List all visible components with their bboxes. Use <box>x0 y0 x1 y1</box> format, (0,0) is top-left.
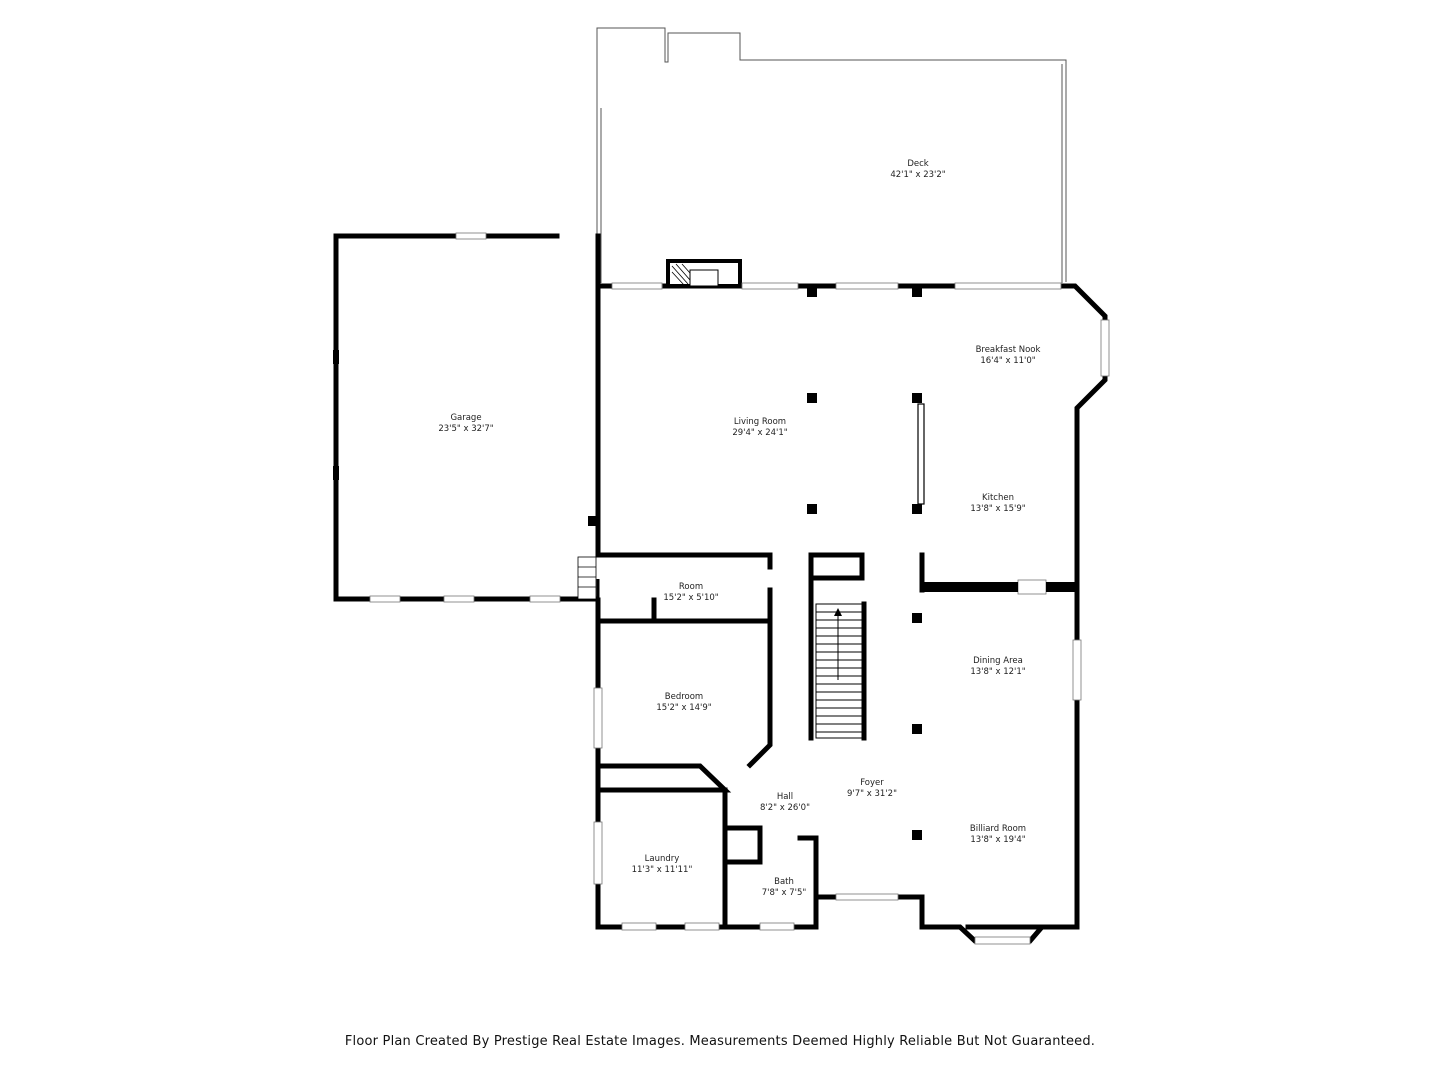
svg-text:29'4" x 24'1": 29'4" x 24'1" <box>732 428 787 438</box>
svg-text:Deck: Deck <box>907 159 928 169</box>
svg-text:Room: Room <box>679 582 703 592</box>
svg-text:13'8" x 12'1": 13'8" x 12'1" <box>970 667 1025 677</box>
room-label-kitchen: Kitchen 13'8" x 15'9" <box>970 493 1025 514</box>
svg-text:15'2" x 14'9": 15'2" x 14'9" <box>656 703 711 713</box>
svg-text:16'4" x 11'0": 16'4" x 11'0" <box>980 356 1035 366</box>
room-label-foyer: Foyer 9'7" x 31'2" <box>847 778 897 799</box>
svg-text:9'7" x 31'2": 9'7" x 31'2" <box>847 789 897 799</box>
svg-text:23'5" x 32'7": 23'5" x 32'7" <box>438 424 493 434</box>
svg-text:Dining Area: Dining Area <box>973 656 1023 666</box>
svg-text:Bath: Bath <box>774 877 794 887</box>
room-label-dining-area: Dining Area 13'8" x 12'1" <box>970 656 1025 677</box>
room-label-bath: Bath 7'8" x 7'5" <box>762 877 807 898</box>
svg-text:13'8" x 15'9": 13'8" x 15'9" <box>970 504 1025 514</box>
svg-text:7'8" x 7'5": 7'8" x 7'5" <box>762 888 807 898</box>
staircase <box>815 603 865 739</box>
svg-text:Kitchen: Kitchen <box>982 493 1014 503</box>
room-label-breakfast-nook: Breakfast Nook 16'4" x 11'0" <box>976 345 1041 366</box>
svg-text:Laundry: Laundry <box>645 854 680 864</box>
svg-text:8'2" x 26'0": 8'2" x 26'0" <box>760 803 810 813</box>
svg-text:Living Room: Living Room <box>734 417 786 427</box>
footer-disclaimer: Floor Plan Created By Prestige Real Esta… <box>344 1034 1096 1049</box>
room-label-hall: Hall 8'2" x 26'0" <box>760 792 810 813</box>
columns <box>807 287 922 840</box>
deck-outline <box>596 27 1067 283</box>
room-label-billiard-room: Billiard Room 13'8" x 19'4" <box>970 824 1026 845</box>
svg-text:Breakfast Nook: Breakfast Nook <box>976 345 1041 355</box>
svg-text:15'2" x 5'10": 15'2" x 5'10" <box>663 593 718 603</box>
svg-text:Hall: Hall <box>777 792 793 802</box>
svg-text:11'3" x 11'11": 11'3" x 11'11" <box>632 865 693 875</box>
room-label-living-room: Living Room 29'4" x 24'1" <box>732 417 787 438</box>
svg-text:42'1" x 23'2": 42'1" x 23'2" <box>890 170 945 180</box>
svg-text:Billiard Room: Billiard Room <box>970 824 1026 834</box>
room-label-deck: Deck 42'1" x 23'2" <box>890 159 945 180</box>
svg-text:Foyer: Foyer <box>860 778 884 788</box>
room-label-garage: Garage 23'5" x 32'7" <box>438 413 493 434</box>
svg-text:Garage: Garage <box>450 413 481 423</box>
svg-text:Bedroom: Bedroom <box>665 692 703 702</box>
room-label-laundry: Laundry 11'3" x 11'11" <box>632 854 693 875</box>
room-label-bedroom: Bedroom 15'2" x 14'9" <box>656 692 711 713</box>
garage-walls <box>333 232 600 603</box>
room-label-room: Room 15'2" x 5'10" <box>663 582 718 603</box>
svg-text:13'8" x 19'4": 13'8" x 19'4" <box>970 835 1025 845</box>
windows <box>593 282 1110 945</box>
garage-steps <box>577 556 597 600</box>
